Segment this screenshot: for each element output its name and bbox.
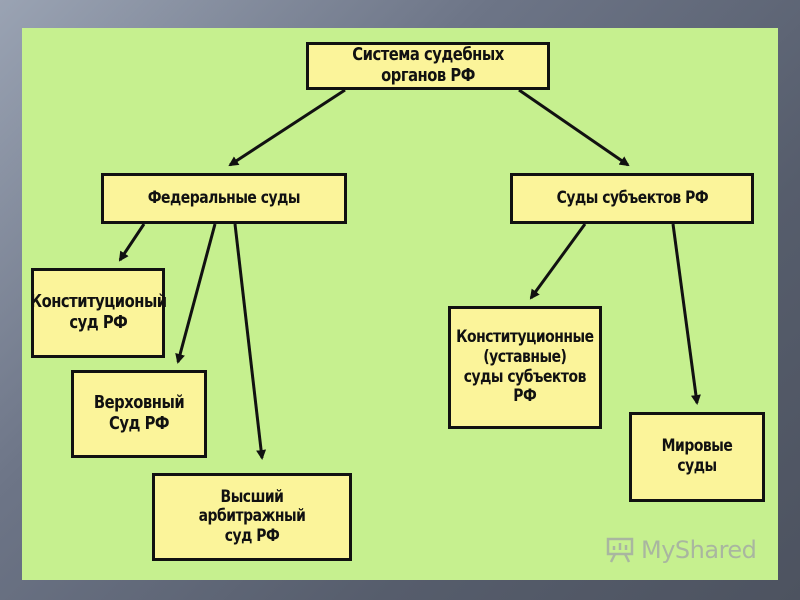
- arrow-root-subjects: [518, 88, 630, 167]
- subject-constitutional-courts-node: Конституционные (уставные) суды субъекто…: [448, 306, 602, 429]
- root-node-label: Система судебных органов РФ: [352, 44, 504, 86]
- federal-courts-node: Федеральные суды: [101, 173, 347, 224]
- magistrate-courts-label: Мировые суды: [661, 436, 733, 476]
- presentation-board-icon: [606, 537, 634, 563]
- subject-courts-node: Суды субъектов РФ: [510, 173, 754, 224]
- arbitration-court-node: Высший арбитражный суд РФ: [152, 473, 352, 561]
- supreme-court-node: Верховный Суд РФ: [71, 370, 207, 458]
- magistrate-courts-node: Мировые суды: [629, 412, 765, 502]
- supreme-court-label: Верховный Суд РФ: [93, 392, 185, 434]
- arrow-subjects-constitutional: [529, 223, 587, 300]
- federal-courts-label: Федеральные суды: [147, 187, 301, 208]
- constitutional-court-label: Конституционый суд РФ: [29, 291, 167, 333]
- watermark-text: MyShared: [641, 536, 757, 564]
- arrow-root-federal: [228, 88, 346, 167]
- arbitration-court-label: Высший арбитражный суд РФ: [198, 486, 306, 546]
- constitutional-court-node: Конституционый суд РФ: [29, 268, 167, 358]
- root-node: Система судебных органов РФ: [306, 42, 550, 90]
- subject-constitutional-courts-label: Конституционные (уставные) суды субъекто…: [456, 327, 594, 407]
- arrow-federal-arbitration: [233, 223, 267, 460]
- arrow-federal-supreme: [175, 223, 217, 364]
- arrow-subjects-magistrate: [671, 223, 701, 405]
- watermark: MyShared: [605, 536, 757, 564]
- subject-courts-label: Суды субъектов РФ: [556, 187, 708, 208]
- arrow-federal-constitutional: [118, 223, 146, 262]
- arrows-layer: [118, 88, 701, 460]
- slide: Система судебных органов РФ Федеральные …: [22, 28, 778, 580]
